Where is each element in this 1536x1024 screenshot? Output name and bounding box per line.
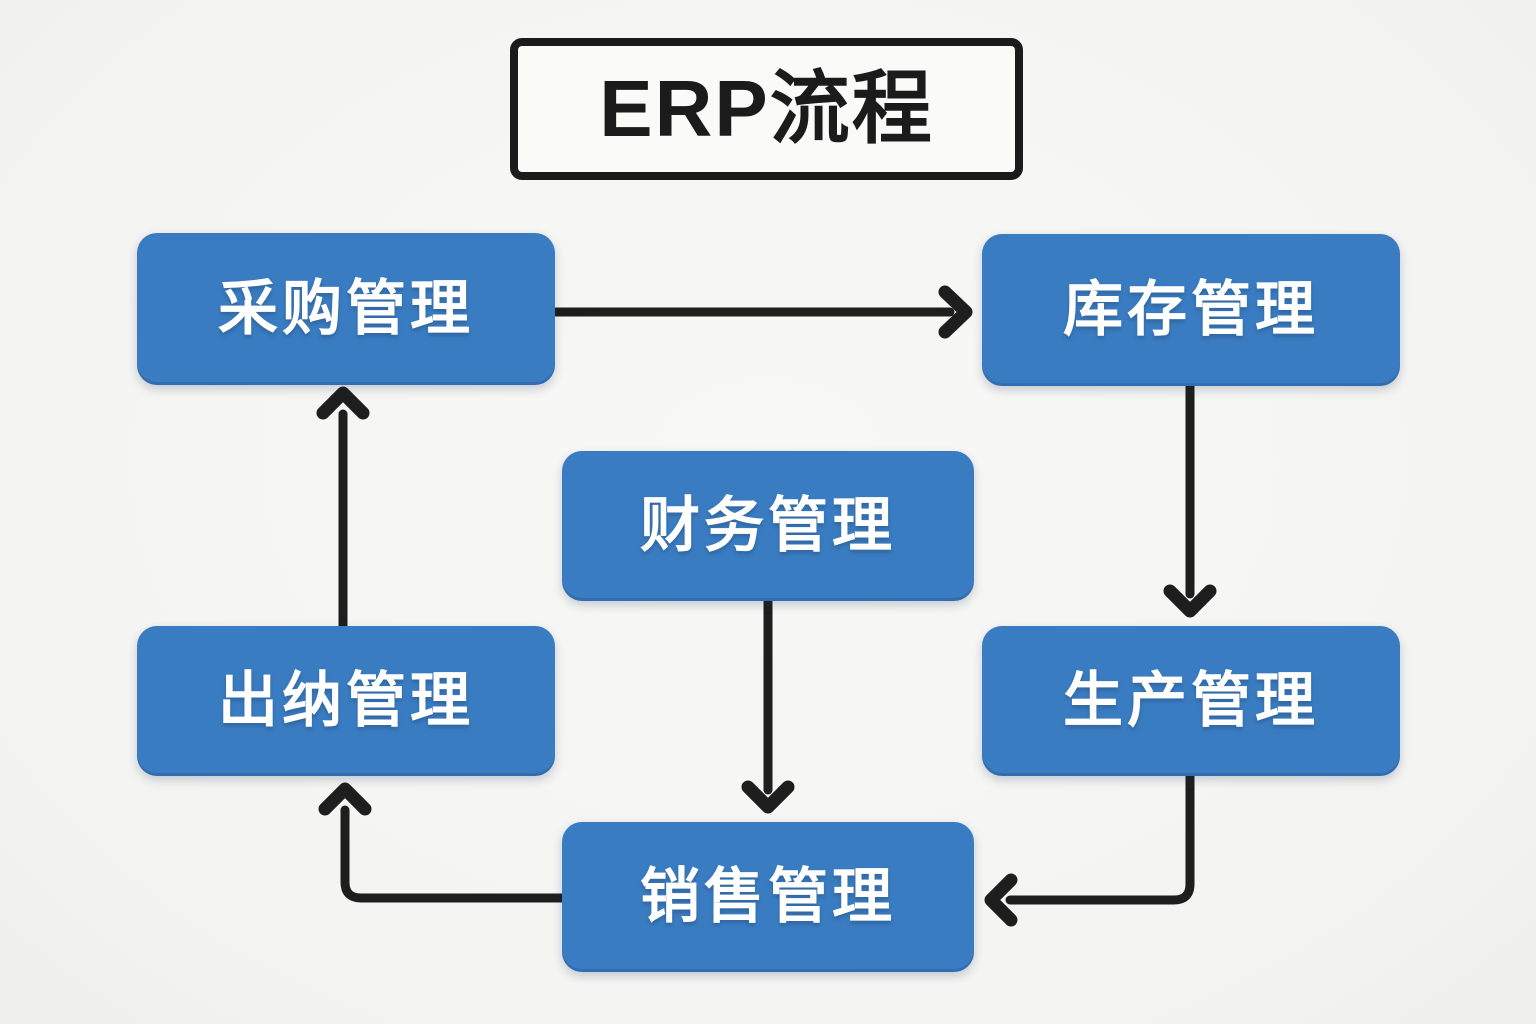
- node-purchasing-label: 采购管理: [218, 275, 474, 342]
- diagram-title: ERP流程: [599, 64, 934, 153]
- arrow-purchasing-to-inventory-icon: [551, 285, 973, 339]
- diagram-title-box: ERP流程: [510, 38, 1023, 180]
- arrow-production-to-sales-icon: [984, 771, 1195, 927]
- node-inventory: 库存管理: [982, 234, 1400, 386]
- arrow-sales-to-cashier-icon: [318, 782, 567, 903]
- node-finance: 财务管理: [562, 451, 974, 601]
- arrow-cashier-to-purchasing-icon: [316, 386, 370, 631]
- node-purchasing: 采购管理: [137, 233, 555, 385]
- arrow-finance-to-sales-icon: [741, 596, 795, 814]
- node-inventory-label: 库存管理: [1063, 276, 1319, 343]
- node-production-label: 生产管理: [1063, 667, 1319, 734]
- node-sales-label: 销售管理: [640, 863, 896, 930]
- node-production: 生产管理: [982, 626, 1400, 776]
- node-finance-label: 财务管理: [640, 492, 896, 559]
- arrow-inventory-to-production-icon: [1163, 381, 1217, 618]
- node-sales: 销售管理: [562, 822, 974, 972]
- node-cashier-label: 出纳管理: [218, 667, 474, 734]
- node-cashier: 出纳管理: [137, 626, 555, 776]
